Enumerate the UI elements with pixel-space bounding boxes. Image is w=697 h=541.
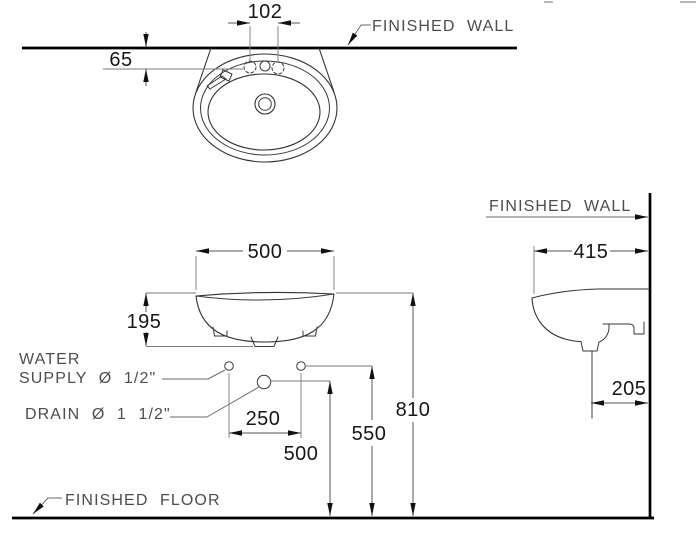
dimension-drain-offset: 205 [591,378,648,406]
dimension-basin-height: 195 [127,292,253,347]
water-supply-callout: WATER SUPPLY Ø 1/2" [19,351,226,387]
dim-810-text: 810 [396,399,431,421]
front-view: 500 195 WATER SUPPLY Ø 1/2" DRAIN Ø 1 1/… [19,241,430,516]
leader-line [347,24,371,46]
supply-point-left [224,361,234,371]
finished-floor-callout: FINISHED FLOOR [32,492,221,515]
supply-point-right [296,361,306,371]
drain-boss [250,336,279,347]
drain-point [256,374,272,390]
dim-205-text: 205 [612,378,647,400]
faucet-hole-center [259,60,271,72]
rim-side-top [531,288,649,299]
drain-sump [580,341,600,352]
foot-left [212,326,228,337]
bowl-side-outline [531,297,582,343]
basin-side-profile [531,288,649,419]
dim-500-height-text: 500 [284,443,319,465]
faucet-lever [206,69,233,90]
water-supply-label-line1: WATER [19,351,81,368]
dim-102-text: 102 [248,1,283,23]
trap-curve [598,323,610,343]
floor: FINISHED FLOOR [12,492,654,520]
faucet-lever-knob [219,69,233,82]
wall-bracket [602,321,645,335]
faucet-lever-arm [206,75,227,90]
faucet-hole-right [271,61,285,75]
dim-500-width-text: 500 [248,241,283,263]
drain-outer [254,93,276,115]
finished-wall-side-label: FINISHED WALL [489,198,631,215]
dimension-faucet-spacing: 102 [228,1,300,62]
leader-line [162,369,226,380]
dim-415-text: 415 [574,241,609,263]
dim-65-text: 65 [109,49,132,71]
water-supply-label-line2: SUPPLY Ø 1/2" [19,370,156,387]
dimension-basin-depth: 415 [533,241,648,294]
dim-195-text: 195 [127,311,162,333]
finished-wall-top-label: FINISHED WALL [372,18,514,35]
side-view: FINISHED WALL 415 205 [486,193,652,518]
basin-back-edge-right [318,47,335,93]
dimension-faucet-setback: 65 [103,32,243,86]
rim-top-edge [195,291,335,297]
dimension-rim-height: 810 [336,292,431,516]
rim-back-edge [195,293,335,301]
basin-outer-rim [192,53,338,163]
finished-wall-callout-side: FINISHED WALL [486,198,648,220]
finished-floor-label: FINISHED FLOOR [65,492,221,509]
faucet-hole-left [243,60,257,74]
drain-inner [258,97,272,111]
finished-wall-callout-plan: FINISHED WALL [347,18,514,46]
dimension-supply-spacing: 250 [228,373,302,438]
basin-back-edge-left [195,47,212,93]
drain-callout: DRAIN Ø 1 1/2" [25,386,260,423]
foot-right [302,326,318,337]
bowl-outline [195,293,335,343]
basin-inner-rim [200,60,330,156]
basin-bowl [207,73,321,151]
dimension-supply-height: 550 [306,365,387,516]
drain-label: DRAIN Ø 1 1/2" [25,406,171,423]
plan-view: 102 65 FINISHED WALL [22,1,517,163]
leader-line [170,386,260,418]
dimension-basin-width: 500 [195,241,335,290]
dimension-drain-height: 500 [271,380,333,516]
dim-250-text: 250 [246,408,281,430]
leader-line [32,497,62,515]
dim-550-text: 550 [352,423,387,445]
